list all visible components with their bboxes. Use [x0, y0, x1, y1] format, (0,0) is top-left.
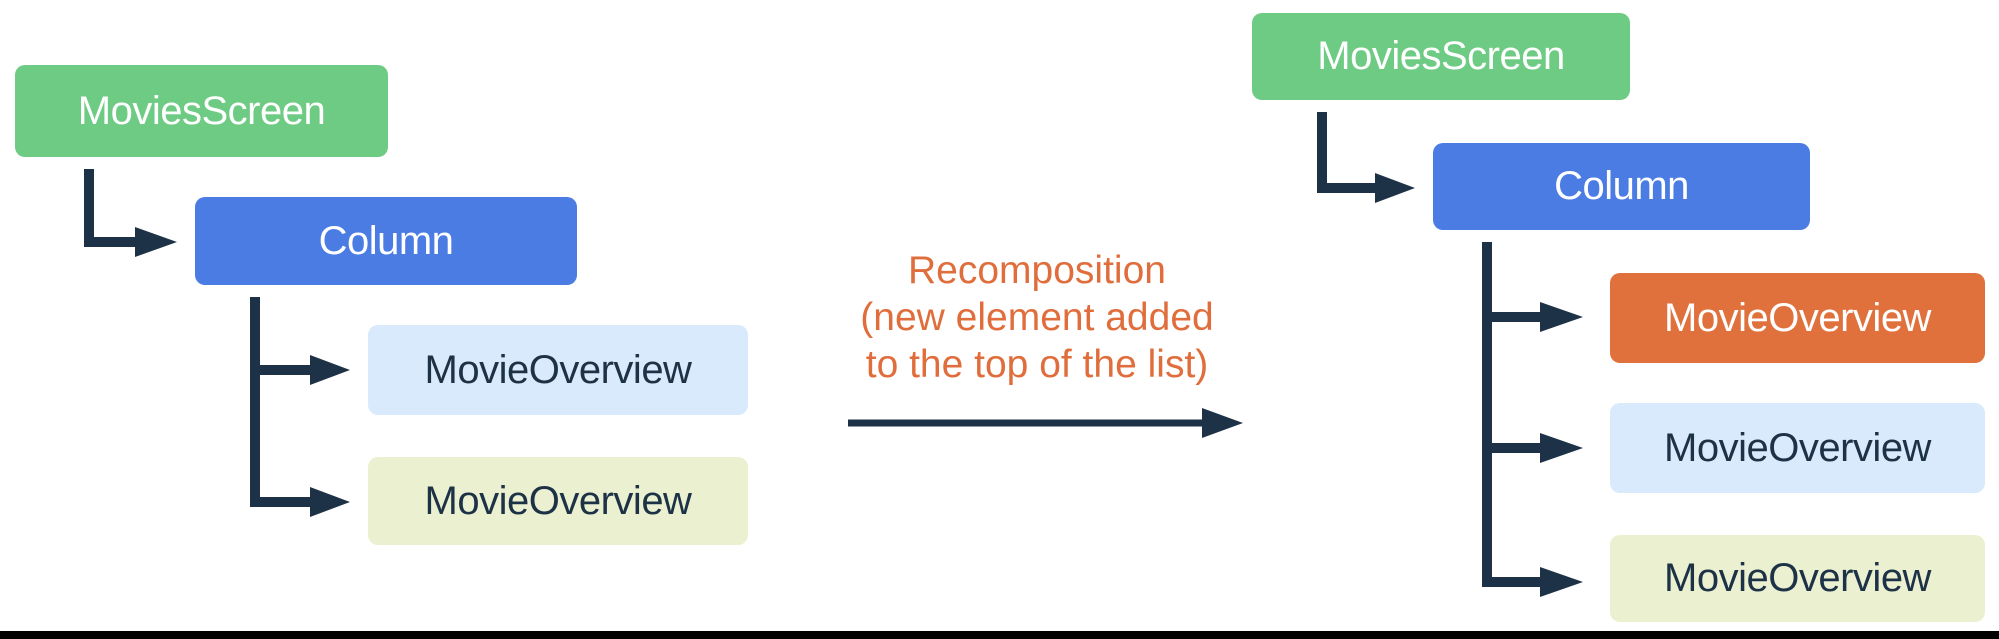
node-label: MovieOverview [1664, 425, 1931, 470]
connector-before-column-to-children [250, 297, 350, 517]
after-column-node: Column [1433, 143, 1810, 230]
caption-line-2: (new element added [860, 296, 1214, 339]
before-movieoverview-node-2: MovieOverview [368, 457, 748, 545]
recomposition-caption: Recomposition (new element added to the … [860, 247, 1213, 388]
caption-line-3: to the top of the list) [865, 343, 1209, 386]
before-column-node: Column [195, 197, 577, 285]
after-movieoverview-node-3: MovieOverview [1610, 535, 1985, 622]
after-movieoverview-node-new: MovieOverview [1610, 273, 1985, 363]
connector-after-column-to-children [1482, 242, 1583, 597]
connector-after-root-to-column [1317, 112, 1415, 203]
node-label: MovieOverview [424, 347, 692, 392]
node-label: MoviesScreen [77, 88, 326, 133]
connector-before-root-to-column [84, 169, 177, 257]
node-label: MovieOverview [1664, 556, 1931, 600]
before-root-node: MoviesScreen [15, 65, 388, 157]
recomposition-arrow [848, 408, 1243, 438]
node-label: Column [1554, 164, 1689, 208]
after-root-node: MoviesScreen [1252, 13, 1630, 100]
before-movieoverview-node-1: MovieOverview [368, 325, 748, 415]
node-label: MovieOverview [1664, 295, 1931, 340]
after-movieoverview-node-2: MovieOverview [1610, 403, 1985, 493]
caption-line-1: Recomposition [908, 249, 1166, 292]
bottom-border [0, 631, 1999, 639]
node-label: MovieOverview [424, 478, 692, 523]
node-label: MoviesScreen [1317, 34, 1565, 78]
node-label: Column [318, 218, 454, 263]
